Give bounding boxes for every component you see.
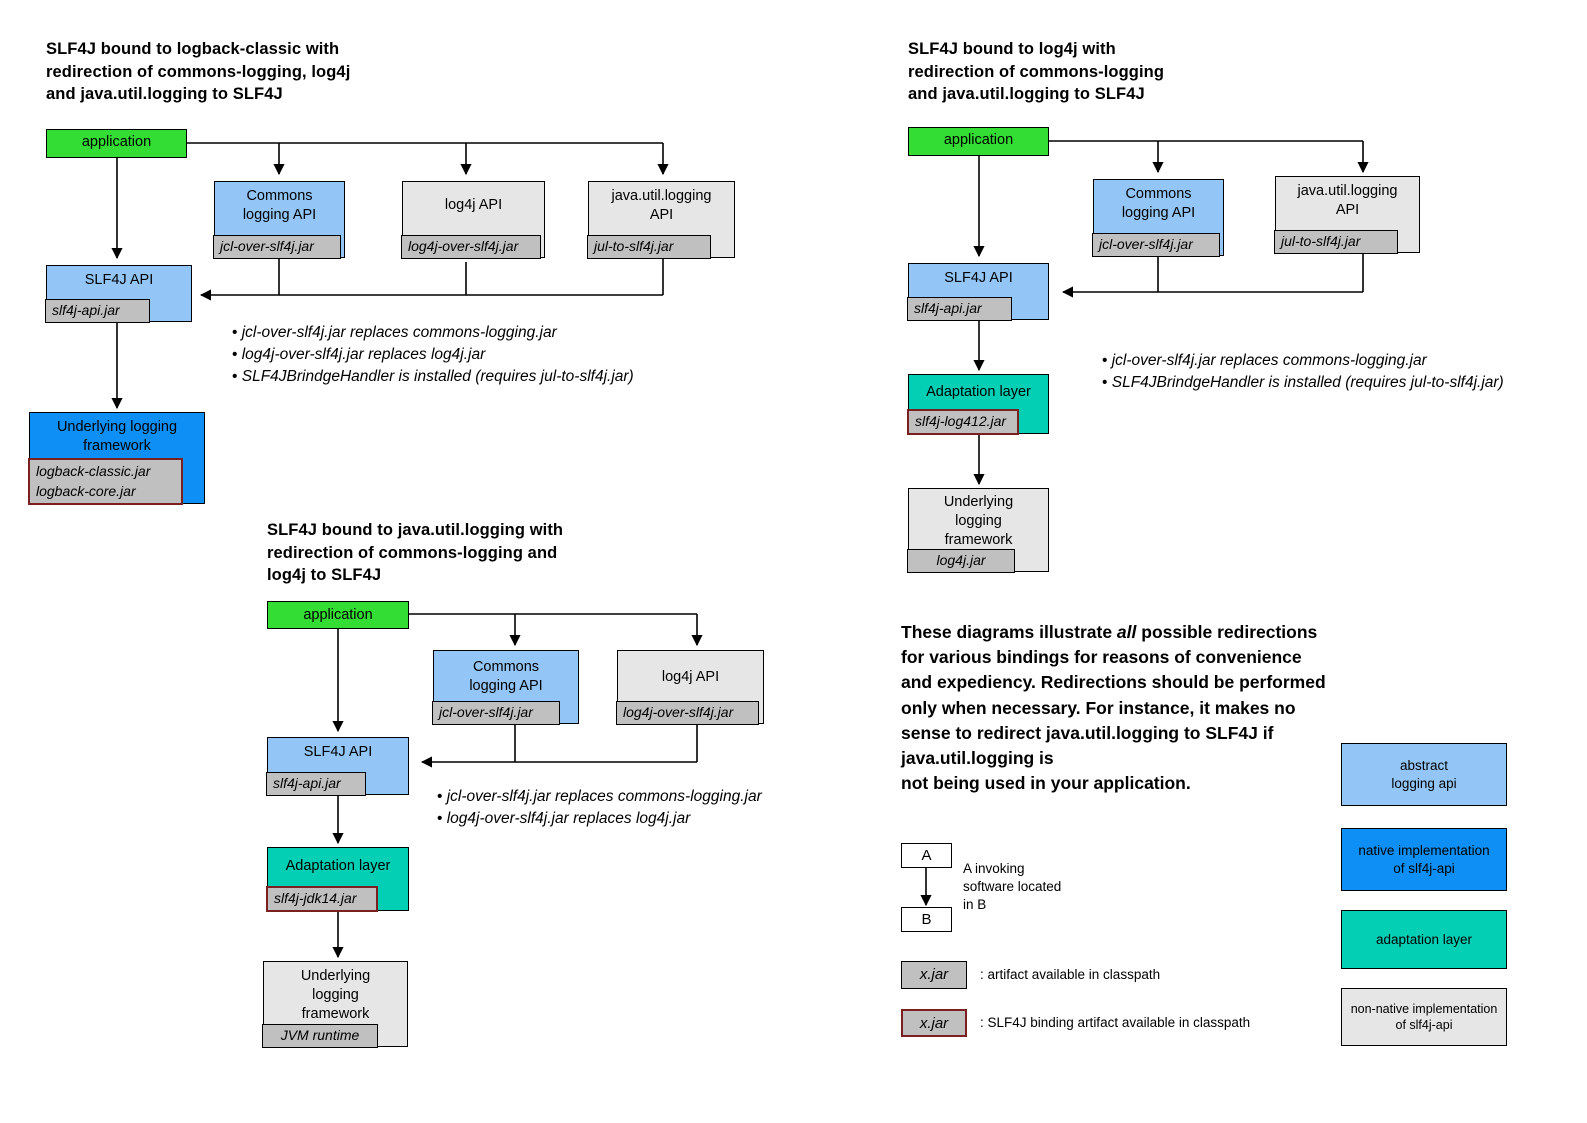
node-label: application bbox=[943, 132, 1014, 148]
diagram2-node-jul-api: java.util.logging API jul-to-slf4j.jar bbox=[1274, 176, 1420, 254]
jar-chip: jul-to-slf4j.jar bbox=[587, 235, 711, 259]
jar-chip: slf4j-api.jar bbox=[45, 299, 150, 323]
legend-box-b-label: B bbox=[921, 911, 932, 928]
jar-chip: log4j-over-slf4j.jar bbox=[616, 701, 759, 725]
jar-chip: jul-to-slf4j.jar bbox=[1274, 230, 1398, 254]
diagram2-bullets: jcl-over-slf4j.jar replaces commons-logg… bbox=[1102, 350, 1504, 394]
diagram3-title: SLF4J bound to java.util.logging with re… bbox=[267, 521, 564, 584]
diagram1-bullets: jcl-over-slf4j.jar replaces commons-logg… bbox=[232, 322, 634, 388]
node-label: Adaptation layer bbox=[926, 384, 1031, 400]
jar-chip-binding: logback-classic.jar logback-core.jar bbox=[28, 458, 183, 505]
jar-chip: slf4j-api.jar bbox=[266, 772, 366, 796]
bullet-item: jcl-over-slf4j.jar replaces commons-logg… bbox=[1102, 350, 1504, 372]
jar-chip-binding: slf4j-log412.jar bbox=[907, 409, 1019, 435]
diagram2-node-application: application bbox=[908, 127, 1049, 156]
node-label: SLF4J API bbox=[944, 270, 1013, 286]
diagram3-node-underlying-framework: Underlying logging framework JVM runtime bbox=[262, 961, 408, 1048]
legend-swatch-native-implementation: native implementation of slf4j-api bbox=[1341, 828, 1507, 891]
legend-swatch-label: native implementation of slf4j-api bbox=[1358, 843, 1490, 876]
note-part-3: not being used in your application. bbox=[901, 773, 1191, 794]
legend-arrow-caption: A invoking software located in B bbox=[963, 861, 1062, 912]
jar-chip-binding: slf4j-jdk14.jar bbox=[266, 886, 378, 912]
diagram2-title: SLF4J bound to log4j with redirection of… bbox=[908, 40, 1165, 103]
node-label: SLF4J API bbox=[303, 744, 373, 760]
jar-chip: jcl-over-slf4j.jar bbox=[213, 235, 341, 259]
diagram1-node-log4j-api: log4j API log4j-over-slf4j.jar bbox=[401, 181, 545, 259]
legend-caption-binding-artifact: : SLF4J binding artifact available in cl… bbox=[980, 1015, 1251, 1030]
diagram3-bullets: jcl-over-slf4j.jar replaces commons-logg… bbox=[437, 786, 762, 830]
bullet-item: jcl-over-slf4j.jar replaces commons-logg… bbox=[437, 786, 762, 808]
node-label: Commons logging API bbox=[242, 188, 317, 223]
diagram2-node-underlying-framework: Underlying logging framework log4j.jar bbox=[907, 488, 1049, 573]
node-label: SLF4J API bbox=[84, 272, 154, 288]
diagram3-node-application: application bbox=[267, 601, 409, 629]
jar-chip: log4j-over-slf4j.jar bbox=[401, 235, 541, 259]
legend-swatch-label: non-native implementation of slf4j-api bbox=[1350, 1002, 1498, 1032]
node-label: application bbox=[81, 134, 152, 150]
diagram3-node-log4j-api: log4j API log4j-over-slf4j.jar bbox=[616, 650, 764, 725]
bullet-item: jcl-over-slf4j.jar replaces commons-logg… bbox=[232, 322, 634, 344]
note-part-2: possible redirections for various bindin… bbox=[901, 622, 1326, 769]
diagram1-node-underlying-framework: Underlying logging framework logback-cla… bbox=[28, 412, 205, 505]
jar-chip: slf4j-api.jar bbox=[907, 297, 1012, 321]
jar-chip: JVM runtime bbox=[262, 1024, 378, 1048]
legend-caption-artifact: : artifact available in classpath bbox=[980, 967, 1161, 982]
legend-box-b: B bbox=[901, 907, 952, 932]
legend-chip-artifact: x.jar bbox=[901, 961, 967, 989]
node-label: Adaptation layer bbox=[285, 858, 391, 874]
node-label: Commons logging API bbox=[1121, 186, 1196, 221]
node-label: application bbox=[303, 607, 373, 623]
node-label: Commons logging API bbox=[469, 659, 543, 694]
node-label: log4j API bbox=[661, 669, 720, 685]
legend-chip-binding-artifact: x.jar bbox=[901, 1009, 967, 1037]
diagram2-node-adaptation-layer: Adaptation layer slf4j-log412.jar bbox=[907, 374, 1049, 435]
bullet-item: log4j-over-slf4j.jar replaces log4j.jar bbox=[232, 344, 634, 366]
note-part-1: These diagrams illustrate bbox=[901, 622, 1117, 642]
node-label: java.util.logging API bbox=[1297, 183, 1398, 218]
node-label: java.util.logging API bbox=[611, 188, 712, 223]
diagram2-node-commons-logging-api: Commons logging API jcl-over-slf4j.jar bbox=[1092, 179, 1224, 257]
legend-swatch-non-native-implementation: non-native implementation of slf4j-api bbox=[1341, 988, 1507, 1046]
bullet-item: SLF4JBrindgeHandler is installed (requir… bbox=[232, 366, 634, 388]
diagram2-node-slf4j-api: SLF4J API slf4j-api.jar bbox=[907, 263, 1049, 321]
jar-chip: jcl-over-slf4j.jar bbox=[1092, 233, 1220, 257]
legend-swatch-label: abstract logging api bbox=[1391, 758, 1457, 791]
legend-swatch-label: adaptation layer bbox=[1375, 931, 1473, 947]
bullet-item: SLF4JBrindgeHandler is installed (requir… bbox=[1102, 372, 1504, 394]
note-emphasis: all bbox=[1116, 622, 1137, 642]
legend-swatch-abstract-logging-api: abstract logging api bbox=[1341, 743, 1507, 806]
diagram1-title: SLF4J bound to logback-classic with redi… bbox=[46, 40, 351, 103]
diagram3-node-slf4j-api: SLF4J API slf4j-api.jar bbox=[266, 737, 409, 796]
diagram3-node-commons-logging-api: Commons logging API jcl-over-slf4j.jar bbox=[432, 650, 579, 725]
legend-box-a: A bbox=[901, 843, 952, 868]
diagram1-node-slf4j-api: SLF4J API slf4j-api.jar bbox=[45, 265, 192, 323]
node-label: Underlying logging framework bbox=[56, 419, 178, 454]
jar-chip: jcl-over-slf4j.jar bbox=[432, 701, 560, 725]
node-label: Underlying logging framework bbox=[943, 494, 1014, 548]
jar-chip: log4j.jar bbox=[907, 549, 1015, 573]
explanatory-note: These diagrams illustrate all possible r… bbox=[901, 620, 1331, 796]
diagram3-node-adaptation-layer: Adaptation layer slf4j-jdk14.jar bbox=[266, 847, 409, 912]
legend-swatch-adaptation-layer: adaptation layer bbox=[1341, 910, 1507, 969]
node-label: Underlying logging framework bbox=[300, 968, 371, 1022]
diagram1-node-application: application bbox=[46, 129, 187, 158]
node-label: log4j API bbox=[444, 197, 503, 213]
diagram1-node-commons-logging-api: Commons logging API jcl-over-slf4j.jar bbox=[213, 181, 345, 259]
legend-box-a-label: A bbox=[921, 847, 932, 864]
bullet-item: log4j-over-slf4j.jar replaces log4j.jar bbox=[437, 808, 762, 830]
diagram1-node-jul-api: java.util.logging API jul-to-slf4j.jar bbox=[587, 181, 735, 259]
